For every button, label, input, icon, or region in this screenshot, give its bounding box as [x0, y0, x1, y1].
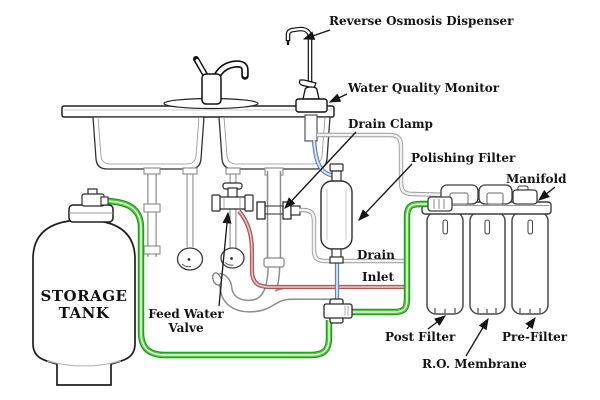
arrow-manifold [537, 186, 556, 201]
label-feed-water-valve: Feed Water Valve [146, 307, 226, 335]
arrow-ro-membrane [465, 317, 489, 357]
tee-fitting [323, 298, 353, 324]
label-polishing-filter: Polishing Filter [411, 151, 516, 165]
label-feed-water-line2: Valve [168, 321, 204, 336]
label-drain: Drain [357, 248, 395, 262]
label-water-quality-monitor: Water Quality Monitor [348, 81, 500, 95]
arrow-feed-water-valve [218, 211, 232, 307]
label-ro-membrane: R.O. Membrane [422, 357, 527, 371]
label-storage-tank-line1: STORAGE [40, 287, 128, 305]
arrow-drain-clamp [284, 131, 357, 209]
water-quality-monitor [295, 98, 328, 113]
feed-water-valve [211, 182, 254, 212]
label-drain-clamp: Drain Clamp [348, 117, 433, 131]
arrow-monitor [328, 93, 348, 103]
drain-pipe-and-p-trap [212, 167, 341, 313]
sink-bowls [92, 116, 331, 170]
inlet-tubing [237, 209, 406, 290]
filter-canisters [426, 211, 549, 315]
polishing-filter [320, 163, 353, 264]
arrow-post-filter [427, 315, 447, 330]
tank-valve [81, 188, 109, 207]
label-reverse-osmosis-dispenser: Reverse Osmosis Dispenser [329, 14, 514, 28]
label-pre-filter: Pre-Filter [502, 330, 568, 344]
drain-tubing [299, 132, 521, 264]
label-storage-tank-line2: TANK [58, 303, 110, 322]
storage-tank-tubing [101, 197, 434, 359]
label-manifold: Manifold [506, 172, 567, 186]
arrow-polishing-filter [358, 163, 413, 221]
label-feed-water-line1: Feed Water [148, 307, 224, 321]
arrow-pre-filter [525, 316, 536, 330]
label-arrows [218, 29, 556, 357]
kitchen-faucet [163, 56, 259, 110]
label-post-filter: Post Filter [385, 330, 456, 344]
label-storage-tank: STORAGE TANK [33, 288, 135, 322]
label-inlet: Inlet [362, 270, 395, 284]
manifold-inlet-fitting [427, 196, 453, 212]
arrow-dispenser [302, 29, 331, 40]
